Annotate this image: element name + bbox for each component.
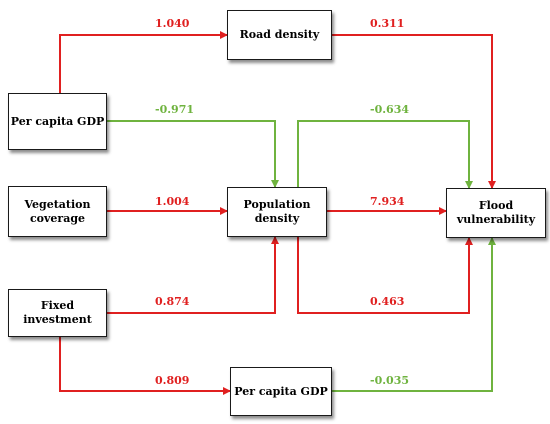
coef-gdpb-to-flood: -0.035: [370, 374, 410, 387]
coef-gdp-to-pop: -0.971: [155, 103, 195, 116]
per-capita-gdp-box-bottom: Per capita GDP: [230, 367, 332, 416]
coef-pop-to-flood: 7.934: [370, 195, 405, 208]
edge-gdpb-to-flood: [332, 237, 496, 392]
edge-fixed-to-gdp-bottom: [59, 337, 231, 395]
coef-veg-to-pop: 1.004: [155, 195, 190, 208]
population-density-box: Population density: [227, 187, 327, 237]
fixed-investment-box: Fixed investment: [8, 289, 107, 337]
coef-fixed-to-road: 1.040: [155, 17, 190, 30]
coef-pop-to-flood-top: -0.634: [370, 103, 410, 116]
edge-pop-to-flood-bottom: [297, 237, 473, 314]
coef-road-to-flood: 0.311: [370, 17, 405, 30]
coef-fixed-to-gdp-bottom: 0.809: [155, 374, 190, 387]
edge-fixed-to-pop: [107, 236, 279, 314]
coef-fixed-to-pop: 0.874: [155, 295, 190, 308]
road-density-box: Road density: [227, 10, 332, 60]
edge-fixed-to-road: [59, 31, 228, 93]
per-capita-gdp-box-top: Per capita GDP: [8, 93, 107, 150]
vegetation-coverage-box: Vegetation coverage: [8, 186, 107, 237]
flood-vulnerability-box: Flood vulnerability: [446, 188, 546, 238]
coef-pop-to-flood-bottom: 0.463: [370, 295, 405, 308]
edge-gdp-to-pop: [107, 120, 279, 188]
edge-pop-to-flood-top: [297, 120, 473, 189]
edge-road-to-flood: [332, 34, 496, 189]
